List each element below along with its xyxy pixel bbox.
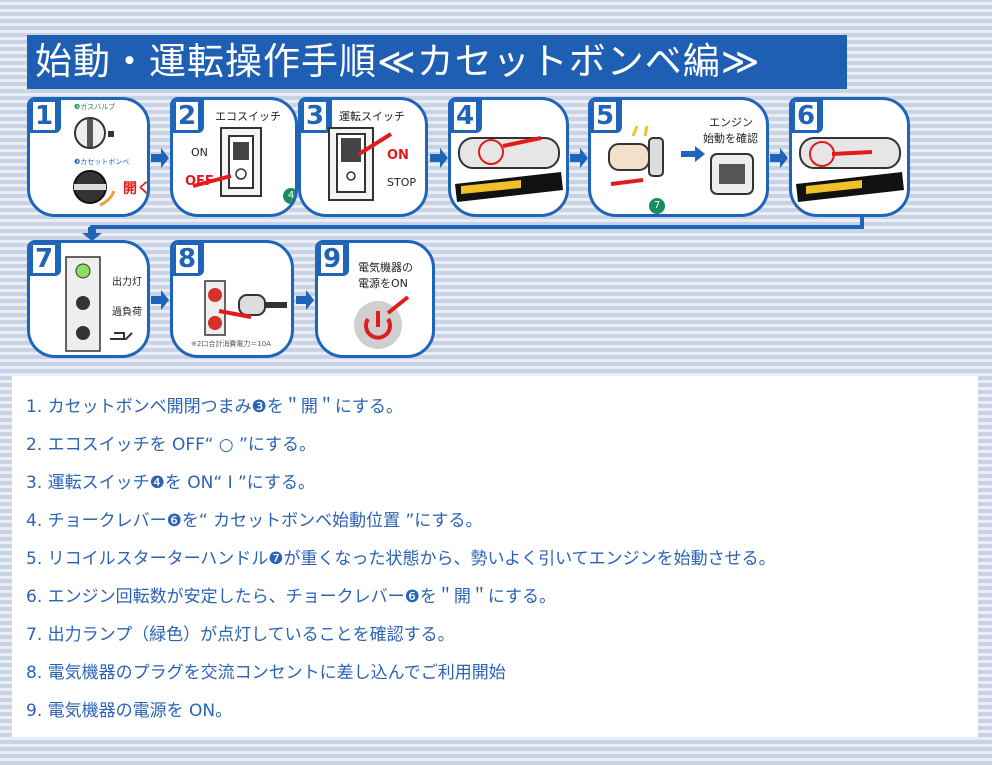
arrow-right-icon: [151, 290, 169, 310]
run-switch-icon: [328, 127, 393, 201]
step-number: 9: [318, 243, 349, 276]
list-item: 6. エンジン回転数が安定したら、チョークレバー❻を＂開＂にする。: [26, 587, 557, 607]
run-stop-label: STOP: [387, 176, 416, 189]
step-number: 8: [173, 243, 204, 276]
arrow-right-icon: [430, 148, 448, 168]
step-number: 3: [301, 100, 332, 133]
arrow-right-icon: [681, 146, 705, 162]
step-number: 5: [591, 100, 622, 133]
eco-switch-icon: [192, 127, 262, 197]
list-item: 7. 出力ランプ（緑色）が点灯していることを確認する。: [26, 625, 455, 645]
list-item: 3. 運転スイッチ❹を ON“ I ”にする。: [26, 473, 315, 493]
arrow-right-icon: [570, 148, 588, 168]
open-label: 開く: [123, 181, 150, 197]
step-2-panel: 2 エコスイッチ ON OFF 4: [170, 97, 298, 217]
badge-7: 7: [649, 198, 665, 214]
step-number: 6: [792, 100, 823, 133]
gas-valve-label: ❸ガスバルブ: [74, 103, 116, 111]
list-item: 4. チョークレバー❻を“ カセットボンベ始動位置 ”にする。: [26, 511, 483, 531]
device-power-label-1: 電気機器の: [358, 261, 413, 274]
cassette-label: ❸カセットボンベ: [74, 158, 130, 166]
output-lamp-label: 出力灯: [112, 277, 142, 288]
cassette-knob-icon: [73, 170, 116, 207]
overload-label: 過負荷: [112, 307, 142, 318]
badge-4: 4: [283, 188, 295, 204]
arrow-down-icon: [82, 227, 102, 241]
step-3-panel: 3 運転スイッチ ON STOP: [298, 97, 428, 217]
run-switch-label: 運転スイッチ: [339, 110, 405, 123]
list-item: 8. 電気機器のプラグを交流コンセントに差し込んでご利用開始: [26, 663, 506, 683]
step-9-panel: 9 電気機器の 電源をON: [315, 240, 435, 358]
run-on-label: ON: [387, 148, 409, 163]
eco-on-label: ON: [191, 146, 208, 159]
instruction-list: 1. カセットボンベ開閉つまみ❸を＂開＂にする。 2. エコスイッチを OFF“…: [12, 376, 978, 737]
recoil-starter-icon: [608, 125, 664, 186]
step-number: 4: [451, 100, 482, 133]
device-power-label-2: 電源をON: [358, 277, 408, 290]
arrow-right-icon: [770, 148, 788, 168]
list-item: 1. カセットボンベ開閉つまみ❸を＂開＂にする。: [26, 397, 404, 417]
page-title: 始動・運転操作手順≪カセットボンベ編≫: [27, 35, 847, 89]
gas-knob-icon: [74, 117, 114, 149]
engine-start-label-1: エンジン: [709, 116, 753, 129]
power-note: ※2口合計消費電力＝10A: [191, 340, 272, 348]
step-5-panel: 5 エンジン 始動を確認 7: [588, 97, 769, 217]
row-connector: [860, 217, 864, 227]
eco-off-label: OFF: [185, 174, 214, 189]
step-6-panel: 6: [789, 97, 910, 217]
lamp-panel-icon: [65, 256, 101, 352]
oil-can-icon: [110, 332, 133, 340]
choke-lever-open-icon: [796, 137, 904, 202]
list-item: 2. エコスイッチを OFF“ ○ ”にする。: [26, 435, 317, 455]
list-item: 9. 電気機器の電源を ON。: [26, 701, 233, 721]
step-number: 2: [173, 100, 204, 133]
step-number: 7: [30, 243, 61, 276]
list-item: 5. リコイルスターターハンドル❼が重くなった状態から、勢いよく引いてエンジンを…: [26, 549, 776, 569]
step-4-panel: 4: [448, 97, 569, 217]
step-number: 1: [30, 100, 61, 133]
choke-lever-icon: [455, 136, 563, 202]
step-1-panel: 1 ❸ガスバルブ ❸カセットボンベ 開く: [27, 97, 150, 217]
eco-switch-label: エコスイッチ: [215, 110, 281, 123]
generator-icon: [710, 153, 754, 195]
outlet-plug-icon: [204, 280, 287, 336]
step-8-panel: 8 ※2口合計消費電力＝10A: [170, 240, 294, 358]
power-button-icon: [354, 295, 410, 349]
arrow-right-icon: [151, 148, 169, 168]
step-7-panel: 7 出力灯 過負荷: [27, 240, 150, 358]
engine-start-label-2: 始動を確認: [703, 132, 758, 145]
row-connector: [90, 225, 864, 229]
arrow-right-icon: [296, 290, 314, 310]
